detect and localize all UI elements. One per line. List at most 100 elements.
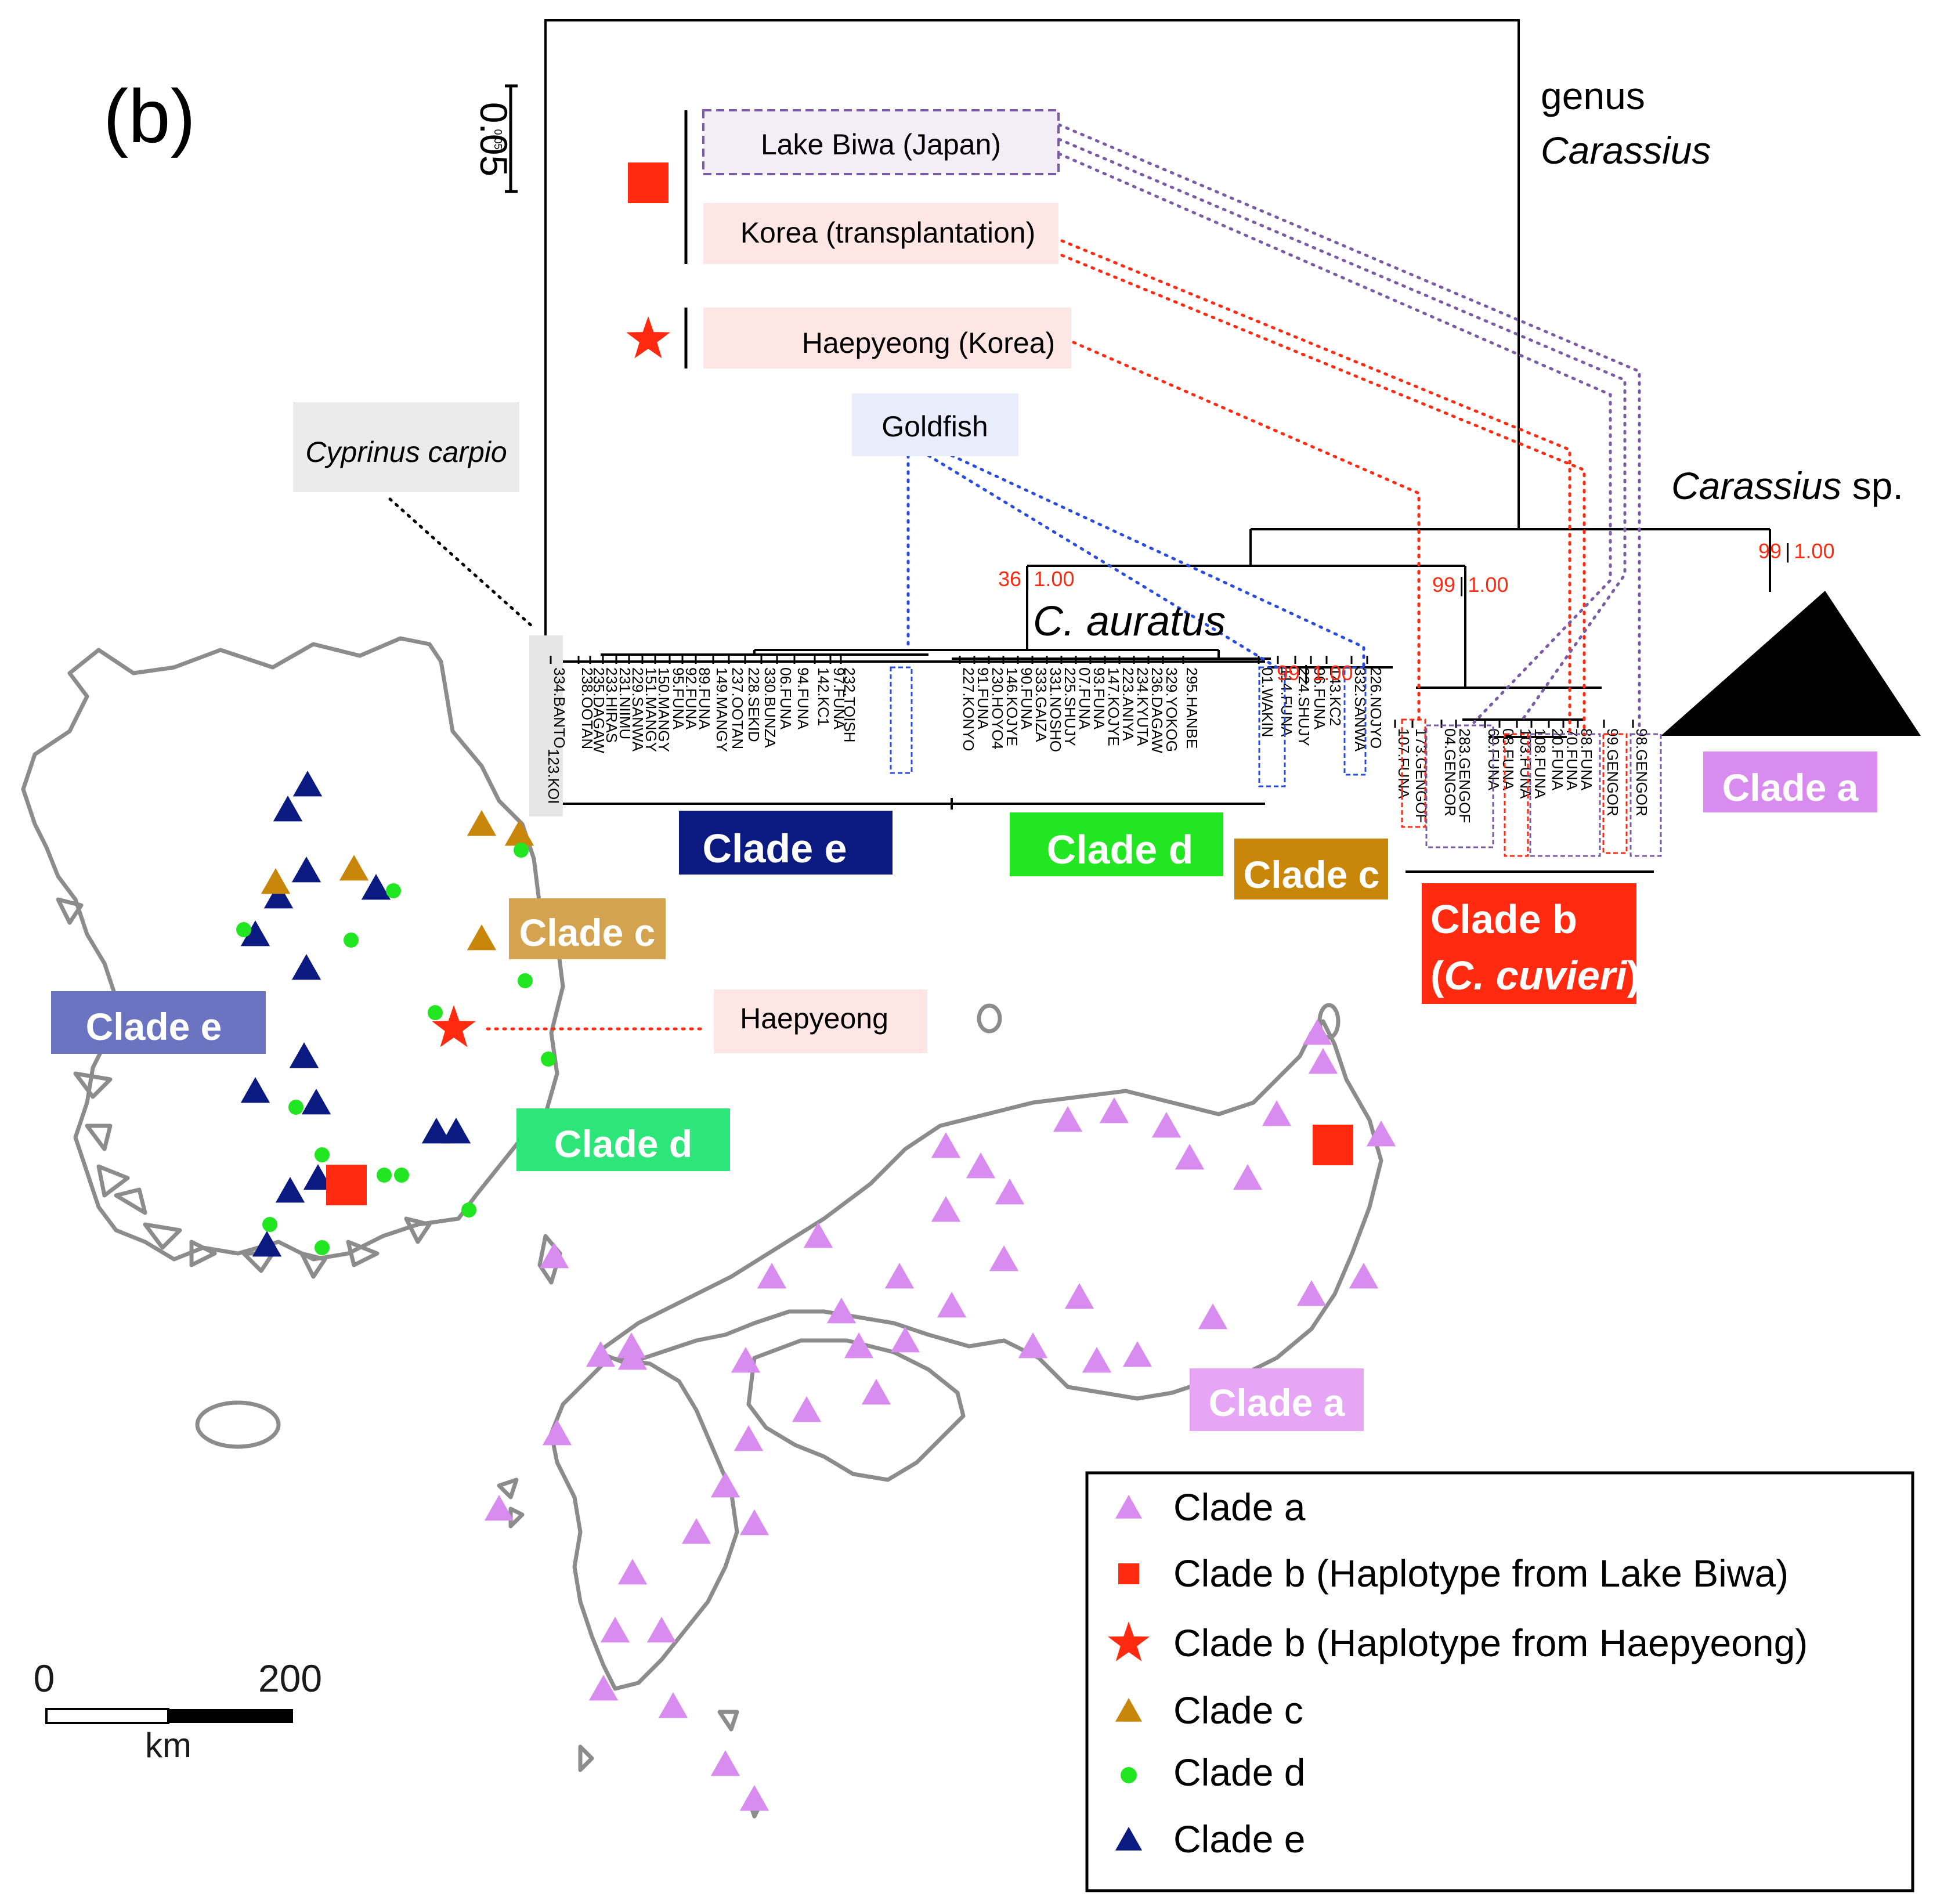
triangle-marker bbox=[303, 1164, 333, 1190]
tree-clade-b-line2: (C. cuvieri) bbox=[1430, 953, 1641, 998]
japan-kyushu bbox=[549, 1356, 739, 1691]
tree-clade-b-line1: Clade b bbox=[1430, 897, 1577, 942]
japan-small-islands bbox=[497, 1477, 763, 1819]
posterior-value: 1.00 bbox=[1794, 539, 1834, 563]
triangle-marker bbox=[931, 1132, 961, 1158]
triangle-marker bbox=[803, 1222, 833, 1248]
circle-marker bbox=[514, 843, 529, 858]
map-haepyeong-label: Haepyeong bbox=[740, 1002, 888, 1035]
tip-label: 236.DAGAW bbox=[1148, 667, 1166, 753]
tip-label: 07.FUNA bbox=[1076, 667, 1093, 730]
triangle-marker bbox=[1296, 1280, 1327, 1306]
circle-marker bbox=[428, 1005, 443, 1020]
cyprinus-label: Cyprinus carpio bbox=[305, 436, 507, 468]
tip-label: 329.YOKOG bbox=[1163, 667, 1180, 752]
triangle-marker bbox=[1308, 1048, 1338, 1074]
lake-biwa-box bbox=[702, 109, 1060, 175]
triangle-marker bbox=[616, 1332, 646, 1359]
tip-label: 151.MANGY bbox=[642, 667, 660, 752]
triangle-marker bbox=[292, 771, 323, 797]
triangle-marker bbox=[421, 1118, 451, 1144]
korea-islands-west bbox=[56, 897, 432, 1279]
star-marker-key bbox=[626, 316, 670, 359]
tip-label: 08.FUNA bbox=[1500, 728, 1517, 791]
tip-label: 99.GENGOR bbox=[1604, 728, 1621, 816]
tree-clade-boxes: Clade e Clade d Clade c Clade b (C. cuvi… bbox=[679, 752, 1877, 1004]
map-clade-c-label: Clade c bbox=[519, 911, 656, 954]
tip-label: 238.OOTAN bbox=[579, 667, 596, 749]
tree-clade-a-label: Clade a bbox=[1722, 766, 1859, 809]
tree-clade-a-box bbox=[1703, 752, 1877, 812]
tip-label: 98.GENGOR bbox=[1633, 728, 1650, 816]
tip-label: 231.NIIMU bbox=[616, 667, 634, 739]
triangle-marker bbox=[1175, 1144, 1205, 1170]
tree-clade-d-label: Clade d bbox=[1047, 827, 1194, 872]
triangle-marker bbox=[1115, 1827, 1143, 1851]
tree-clade-b-italic: C. cuvieri bbox=[1444, 953, 1628, 998]
goldfish-connector-b bbox=[927, 454, 1278, 669]
scale-bar-black bbox=[168, 1709, 293, 1723]
posterior-value: 1.00 bbox=[1034, 567, 1074, 591]
tip-label: 90.FUNA bbox=[1018, 667, 1035, 730]
genus-line1: genus bbox=[1541, 74, 1645, 117]
triangle-marker bbox=[617, 1559, 648, 1585]
tip-label: 227.KONYO bbox=[960, 667, 977, 752]
tree-clade-c-box bbox=[1234, 839, 1388, 899]
triangle-marker bbox=[240, 920, 270, 946]
legend-label: Clade b (Haplotype from Lake Biwa) bbox=[1173, 1552, 1789, 1595]
tip-label: 230.HOYO4 bbox=[989, 667, 1006, 750]
triangle-marker bbox=[240, 1077, 270, 1103]
tip-label: 226.NOJYO bbox=[1367, 667, 1385, 749]
genus-line2: Carassius bbox=[1541, 129, 1711, 172]
triangle-marker bbox=[757, 1263, 787, 1289]
square-marker bbox=[1313, 1125, 1353, 1165]
tip-label: 233.HIRAS bbox=[603, 667, 620, 743]
map-clade-d-label: Clade d bbox=[554, 1122, 692, 1165]
tip-label: 149.MANGY bbox=[713, 667, 731, 752]
tip-label: 96.FUNA bbox=[1311, 667, 1328, 730]
triangle-marker bbox=[995, 1179, 1025, 1205]
korea-trans-label: Korea (transplantation) bbox=[740, 216, 1036, 249]
bootstrap-value: 36 bbox=[998, 567, 1021, 591]
oki-islands bbox=[977, 1003, 1002, 1034]
map-haepyeong-box bbox=[714, 989, 927, 1053]
biwa-highlight-2 bbox=[1529, 733, 1601, 857]
triangle-marker bbox=[617, 1344, 648, 1370]
clade-a-collapsed-triangle bbox=[1661, 591, 1921, 736]
haepyeong-tree-connector bbox=[1072, 341, 1421, 721]
kc2-highlight bbox=[1343, 666, 1367, 776]
support-separator: | bbox=[1025, 567, 1030, 591]
triangle-marker bbox=[1366, 1121, 1396, 1147]
tip-label: 331.NOSHO bbox=[1047, 667, 1064, 752]
map-clade-c-box bbox=[509, 898, 666, 959]
triangle-marker bbox=[1115, 1495, 1143, 1519]
tip-label: 95.FUNA bbox=[670, 667, 687, 730]
carassius-sp-label: Carassius sp. bbox=[1671, 464, 1903, 507]
triangle-marker bbox=[792, 1396, 822, 1422]
kc1-highlight bbox=[890, 666, 913, 774]
tip-label: 150.MANGY bbox=[655, 667, 673, 752]
cyprinus-box bbox=[293, 402, 519, 492]
legend-label: Clade e bbox=[1173, 1818, 1306, 1860]
triangle-marker bbox=[646, 1617, 677, 1643]
goldfish-label: Goldfish bbox=[881, 410, 988, 443]
triangle-marker bbox=[301, 1089, 331, 1115]
triangle-marker bbox=[734, 1425, 764, 1451]
auratus-tip-bottom-bracket bbox=[560, 798, 1265, 810]
carassius-sp-italic: Carassius bbox=[1671, 464, 1841, 507]
tip-label: 334.BANTO bbox=[551, 667, 568, 749]
triangle-marker bbox=[289, 1042, 319, 1068]
bootstrap-value: 99 bbox=[1758, 539, 1782, 563]
tree-clade-b-open: ( bbox=[1430, 953, 1444, 998]
biwa-highlight-1 bbox=[1425, 724, 1494, 848]
triangle-marker bbox=[1262, 1100, 1292, 1126]
haepyeong-korea-box bbox=[703, 308, 1071, 368]
tip-label: 04.GENGOR bbox=[1441, 728, 1459, 816]
square-marker-key bbox=[628, 162, 669, 203]
haepyeong-korea-label: Haepyeong (Korea) bbox=[802, 327, 1055, 359]
tree-clade-b-close: ) bbox=[1627, 953, 1640, 998]
support-separator: | bbox=[1303, 661, 1309, 685]
biwa-connector-a bbox=[1057, 123, 1641, 733]
tip-label: 70.FUNA bbox=[1563, 728, 1581, 791]
